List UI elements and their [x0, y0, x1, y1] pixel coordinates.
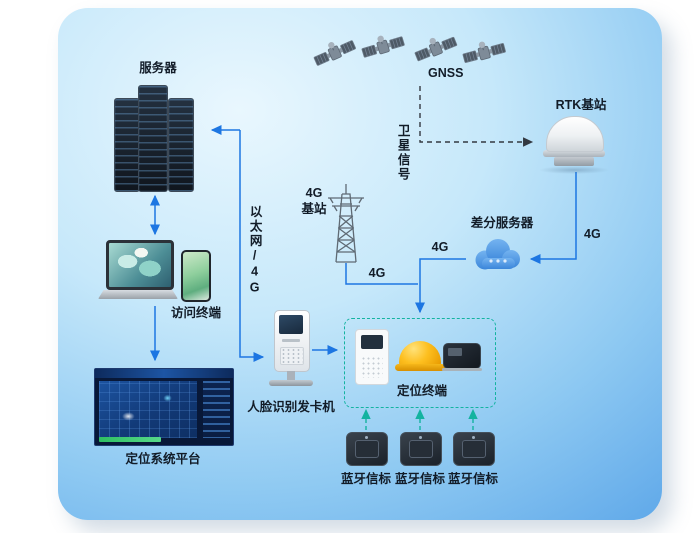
kiosk-body	[274, 310, 310, 372]
laptop-screen	[106, 240, 174, 290]
positioning-terminal-label: 定位终端	[396, 384, 448, 398]
platform-screen-icon	[94, 368, 234, 446]
platform-map-area	[99, 381, 197, 438]
gnss-satellite-icon	[413, 33, 458, 70]
positioning-terminal-box	[344, 318, 496, 408]
beacon-led	[365, 436, 368, 439]
link-4g-rtk-label: 4G	[584, 227, 601, 241]
beacon-label: 蓝牙信标	[340, 472, 392, 486]
access-terminal-label: 访问终端	[170, 306, 222, 320]
server-label: 服务器	[139, 61, 177, 75]
rtk-dome-shadow	[539, 166, 609, 174]
link-4g-tower-label: 4G	[368, 266, 386, 280]
gnss-satellite-icon	[312, 37, 358, 75]
rtk-dome-top	[546, 116, 604, 152]
gnss-satellite-icon	[461, 36, 508, 75]
kiosk-card-slot	[282, 339, 300, 342]
server-rack	[168, 98, 194, 192]
bluetooth-beacon-icon	[346, 432, 388, 466]
beacon-led	[472, 436, 475, 439]
laptop-icon	[98, 240, 182, 302]
rtk-station-label: RTK基站	[555, 98, 607, 112]
kiosk-base	[269, 380, 313, 386]
platform-green-bar	[99, 437, 161, 442]
platform-label: 定位系统平台	[125, 452, 201, 466]
gnss-label: GNSS	[428, 66, 464, 80]
face-machine-label: 人脸识别发卡机	[247, 400, 335, 414]
beacon-led	[419, 436, 422, 439]
cloud-icon	[468, 234, 526, 281]
helmet-icon	[395, 341, 445, 373]
beacon-label: 蓝牙信标	[394, 472, 446, 486]
laptop-keyboard	[98, 290, 178, 299]
satellite-signal-label: 卫星信号	[395, 124, 410, 182]
phone-icon	[181, 250, 211, 302]
helmet-brim	[395, 364, 445, 371]
gnss-satellite-icon	[360, 31, 406, 68]
wall-terminal-grille	[361, 356, 383, 378]
kiosk-screen	[279, 315, 303, 334]
server-rack	[138, 85, 168, 192]
bluetooth-beacon-icon	[400, 432, 442, 466]
server-racks-icon	[112, 84, 207, 192]
tower-4g-label-line1: 4G	[305, 186, 323, 200]
beacon-face	[462, 440, 486, 458]
wall-terminal-screen	[361, 335, 383, 349]
badge-screen	[448, 348, 462, 356]
kiosk-stand	[287, 371, 295, 380]
kiosk-keypad	[280, 347, 304, 365]
rtk-dome-collar	[543, 150, 605, 157]
rtk-dome-base	[554, 157, 594, 166]
rtk-dome-icon	[534, 116, 616, 174]
platform-side-panel	[203, 381, 230, 438]
beacon-face	[355, 440, 379, 458]
ethernet-4g-label: 以太网/4G	[247, 205, 262, 297]
cell-tower-icon	[320, 182, 372, 269]
wall-terminal-icon	[355, 329, 389, 385]
bluetooth-beacon-icon	[453, 432, 495, 466]
beacon-label: 蓝牙信标	[447, 472, 499, 486]
diff-server-label: 差分服务器	[470, 216, 534, 230]
link-4g-cloud-label: 4G	[431, 240, 449, 254]
platform-header-bar	[95, 369, 233, 378]
beacon-face	[409, 440, 433, 458]
badge-terminal-icon	[442, 343, 482, 371]
tower-4g-label-line2: 基站	[301, 201, 327, 216]
face-kiosk-icon	[268, 310, 314, 394]
server-rack	[114, 98, 140, 192]
badge-base	[442, 368, 482, 371]
